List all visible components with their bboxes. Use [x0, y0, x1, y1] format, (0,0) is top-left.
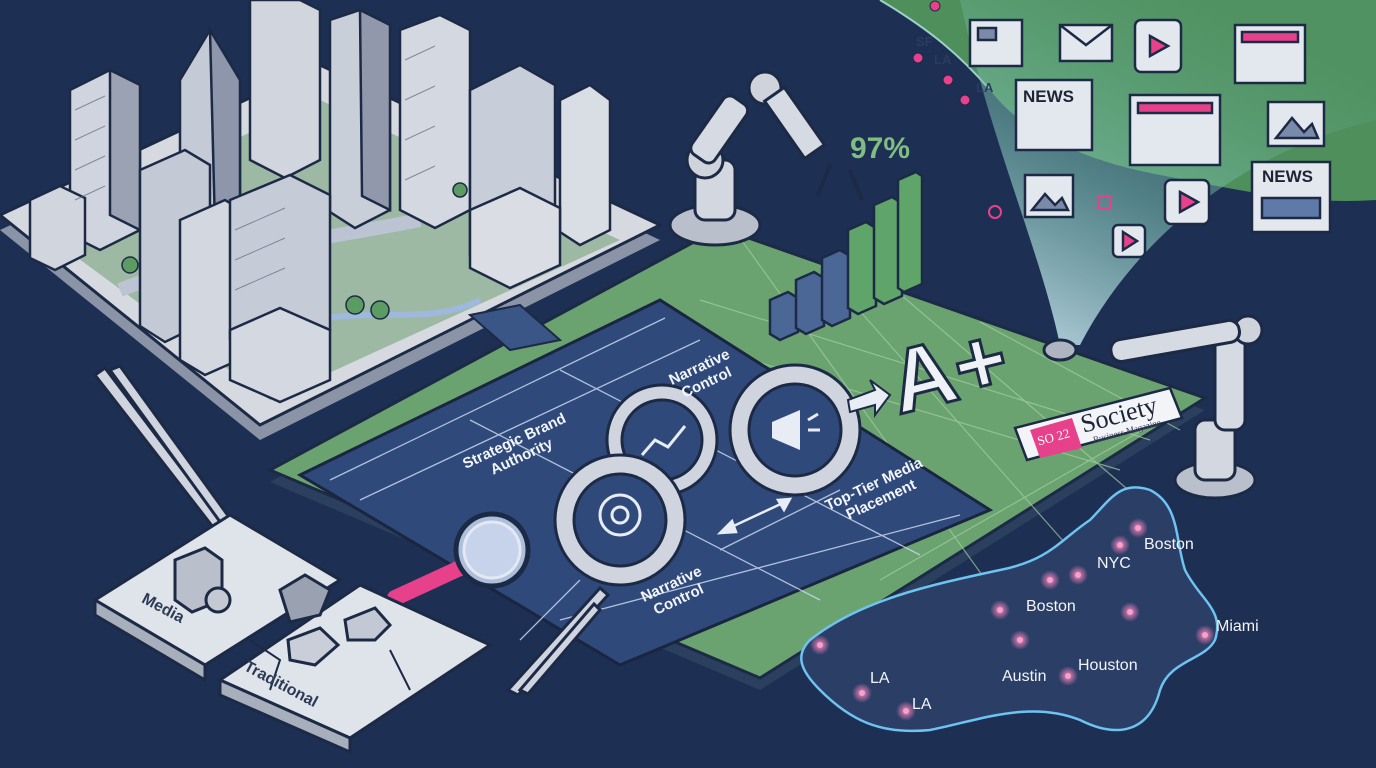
- map-city-boston-1: Boston: [1144, 536, 1194, 553]
- pink-square-icon: [1097, 195, 1111, 209]
- coast-marker-1: [929, 0, 941, 12]
- coast-label-sf: SF: [916, 34, 933, 49]
- map-city-miami: Miami: [1216, 618, 1259, 635]
- tweezers-bottom-icon: [505, 585, 611, 697]
- news-icons: [968, 18, 1332, 259]
- bar-chart-3d: [768, 170, 924, 342]
- traditional-media-tile: [92, 513, 494, 755]
- coast-marker-2: [912, 52, 924, 64]
- double-arrow-icon: [716, 497, 793, 535]
- map-city-nyc: NYC: [1097, 555, 1131, 572]
- ramp: [467, 303, 563, 352]
- coast-marker-3: [942, 74, 954, 86]
- robot-arm-top: [668, 70, 864, 247]
- map-city-la-2: LA: [912, 696, 932, 713]
- city-block: [0, 0, 664, 440]
- map-city-la-1: LA: [870, 670, 890, 687]
- coast-label-la-1: LA: [934, 52, 952, 67]
- map-city-boston-2: Boston: [1026, 598, 1076, 615]
- coast-label-la-2: LA: [976, 80, 994, 95]
- arrow-right-icon: [846, 379, 892, 418]
- robot-arm-right: [1042, 314, 1264, 500]
- gear-megaphone-icon: [728, 363, 862, 497]
- coast-marker-4: [959, 94, 971, 106]
- gear-target-icon: [553, 453, 687, 587]
- pink-dot-icon: [988, 205, 1002, 219]
- magnifier-icon: [387, 511, 531, 606]
- news-label-2: NEWS: [1262, 167, 1313, 186]
- map-city-houston: Houston: [1078, 657, 1138, 674]
- news-label-1: NEWS: [1023, 87, 1074, 106]
- map-city-austin: Austin: [1002, 668, 1047, 685]
- percent-metric: 97%: [850, 132, 911, 165]
- society-badge: [1013, 386, 1184, 462]
